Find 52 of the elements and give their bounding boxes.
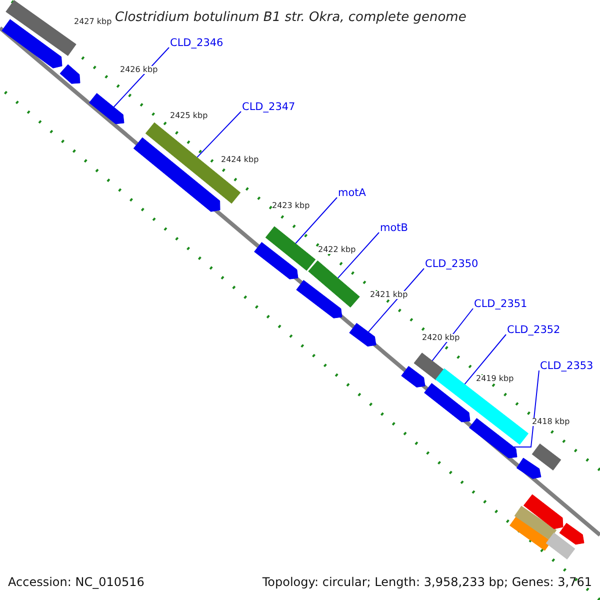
tick-label: 2420 kbp xyxy=(422,334,460,342)
gene-label: CLD_2352 xyxy=(507,325,560,336)
tick-label: 2421 kbp xyxy=(370,291,408,299)
tick-label: 2427 kbp xyxy=(74,18,112,26)
gene-bar xyxy=(6,0,76,56)
gene-bar xyxy=(145,122,241,204)
gene-block xyxy=(559,522,584,545)
gene-block xyxy=(2,19,62,68)
gene-label: CLD_2351 xyxy=(474,299,528,310)
accession-text: Accession: NC_010516 xyxy=(8,576,144,588)
gene-block xyxy=(296,280,342,318)
tick-label: 2422 kbp xyxy=(318,246,356,254)
gene-block xyxy=(469,418,518,458)
gene-bar xyxy=(265,226,316,271)
tick-label: 2423 kbp xyxy=(272,202,310,210)
leader-line xyxy=(295,197,338,244)
leader-line xyxy=(368,268,424,332)
tick-label: 2419 kbp xyxy=(476,375,514,383)
gene-bar xyxy=(510,516,552,551)
map-title: Clostridium botulinum B1 str. Okra, complete genome xyxy=(115,11,466,24)
leader-line xyxy=(432,308,474,362)
tick-label: 2424 kbp xyxy=(221,156,259,164)
gene-label: CLD_2353 xyxy=(540,361,594,372)
gene-label: CLD_2346 xyxy=(170,38,224,48)
genome-info-text: Topology: circular; Length: 3,958,233 bp; Genes: 3,761 xyxy=(262,576,592,588)
gene-bar xyxy=(308,260,360,308)
gene-block xyxy=(133,137,220,212)
gene-block xyxy=(88,93,124,124)
tick-label: 2425 kbp xyxy=(170,112,208,120)
leader-line xyxy=(337,232,380,279)
gene-block xyxy=(349,322,376,347)
gene-block xyxy=(60,64,80,84)
gene-bar xyxy=(546,532,576,560)
gene-label: motB xyxy=(380,223,408,234)
gene-label: CLD_2350 xyxy=(425,259,478,270)
gene-bar xyxy=(532,444,562,470)
tick-label: 2426 kbp xyxy=(120,66,158,74)
gene-label: CLD_2347 xyxy=(242,102,296,112)
gene-label: motA xyxy=(338,188,366,198)
leader-line xyxy=(464,334,506,385)
gene-bar xyxy=(514,506,557,540)
leader-line xyxy=(513,370,540,448)
gene-block xyxy=(516,458,542,479)
gene-block xyxy=(523,494,564,530)
gene-block xyxy=(401,366,426,388)
leader-line xyxy=(196,111,242,158)
gene-block xyxy=(254,242,298,280)
tick-label: 2418 kbp xyxy=(532,418,570,426)
gene-bar xyxy=(414,352,444,380)
gene-bar xyxy=(435,368,529,445)
gene-block xyxy=(424,383,470,422)
leader-line xyxy=(113,47,170,108)
